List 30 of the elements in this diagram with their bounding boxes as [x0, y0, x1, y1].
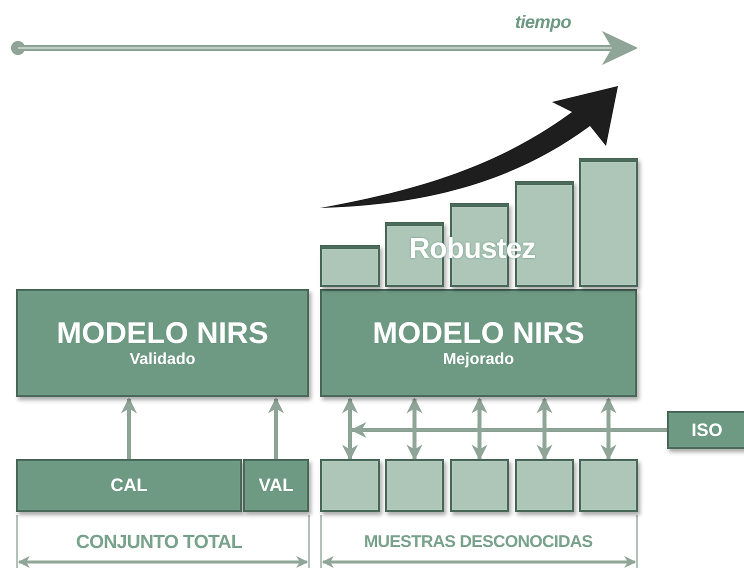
sample-box — [450, 459, 509, 512]
arrow — [121, 397, 137, 459]
box-subtitle: Validado — [130, 351, 196, 369]
arrow — [342, 397, 358, 461]
box-label: ISO — [691, 420, 722, 440]
step-bar — [320, 245, 380, 287]
box-title: MODELO NIRS — [372, 317, 584, 351]
dimension-label: CONJUNTO TOTAL — [76, 532, 242, 554]
box-subtitle: Mejorado — [442, 351, 514, 369]
process-box — [16, 459, 242, 512]
arrow — [268, 397, 284, 459]
time-label: tiempo — [515, 12, 572, 33]
dimension-label: MUESTRAS DESCONOCIDAS — [364, 532, 592, 552]
arrow — [350, 422, 667, 438]
process-box — [243, 459, 309, 512]
arrow — [472, 397, 488, 461]
step-bar — [579, 158, 638, 287]
arrow — [406, 397, 422, 461]
process-box — [667, 411, 744, 449]
sample-box — [320, 459, 380, 512]
sample-box — [515, 459, 574, 512]
sample-box — [579, 459, 638, 512]
model-box — [16, 289, 309, 397]
box-label: VAL — [258, 475, 294, 496]
box-label: CAL — [110, 475, 148, 496]
box-title: MODELO NIRS — [56, 317, 268, 351]
arrow — [536, 397, 552, 461]
sample-box — [385, 459, 444, 512]
model-box — [320, 289, 637, 397]
arrow — [600, 397, 616, 461]
